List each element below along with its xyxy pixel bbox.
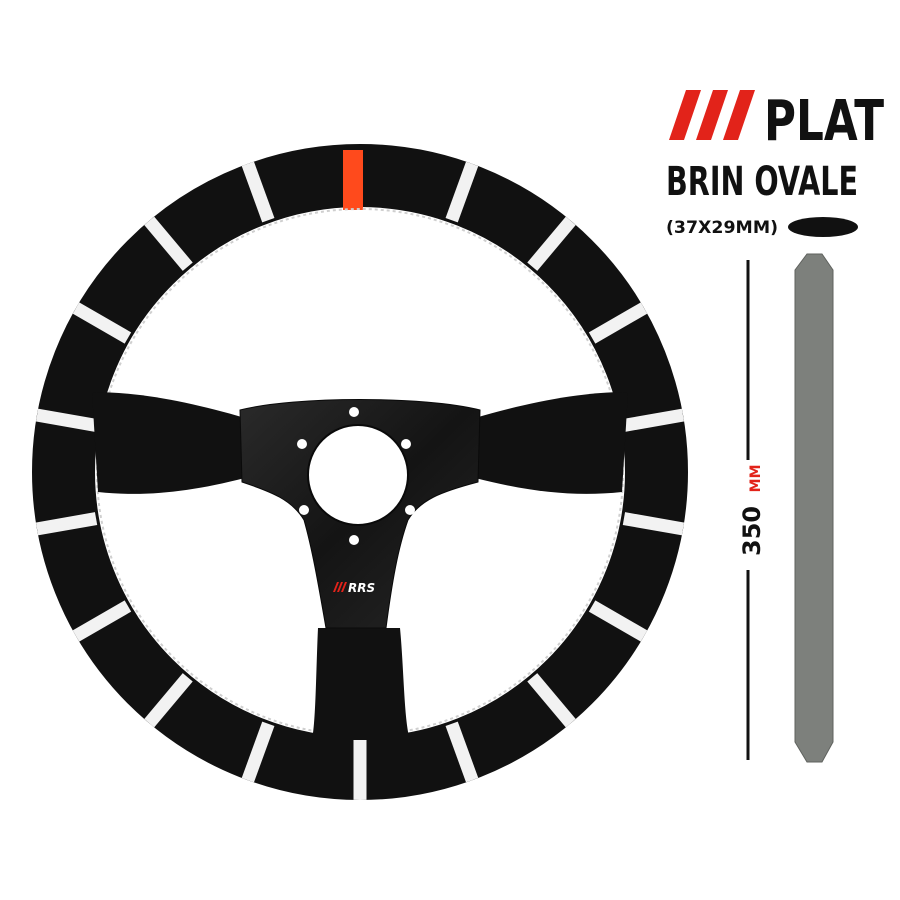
rim-marker xyxy=(445,157,480,223)
bolt-hole xyxy=(349,407,359,417)
header: PLAT BRIN OVALE (37X29MM) xyxy=(666,89,884,238)
bolt-hole xyxy=(401,439,411,449)
left-spoke-grip xyxy=(92,392,245,494)
rim-marker xyxy=(31,512,98,537)
rrs-logo: RRS xyxy=(333,581,375,595)
rim-marker xyxy=(141,213,193,271)
bolt-hole xyxy=(349,535,359,545)
label-backdrop xyxy=(733,460,763,570)
rim-marker xyxy=(141,673,193,731)
grip-dimensions: (37X29MM) xyxy=(666,218,778,238)
rim-marker xyxy=(240,157,275,223)
rim-marker xyxy=(527,673,579,731)
diameter-value: 350 xyxy=(738,506,766,556)
oval-profile-icon xyxy=(788,217,858,237)
rim-marker xyxy=(527,213,579,271)
diameter-unit: MM xyxy=(748,464,764,492)
right-spoke-grip xyxy=(475,392,628,494)
rim-marker xyxy=(240,721,275,787)
rim-marker xyxy=(622,407,689,432)
bolt-hole xyxy=(299,505,309,515)
rim-marker xyxy=(588,300,651,344)
rim-markers xyxy=(31,157,689,804)
rim-marker xyxy=(69,300,132,344)
product-subtitle: BRIN OVALE xyxy=(666,159,858,205)
rim-marker xyxy=(31,407,98,432)
brand-slashes xyxy=(669,90,755,140)
logo-text: RRS xyxy=(348,581,375,595)
bolt-hole xyxy=(405,505,415,515)
steering-wheel: RRS xyxy=(31,144,689,804)
bottom-spoke-grip xyxy=(312,628,410,740)
grip-profile-bar xyxy=(794,253,834,763)
top-center-stripe xyxy=(343,150,363,210)
rim-marker xyxy=(588,600,651,644)
rim-marker xyxy=(445,721,480,787)
rim-marker xyxy=(69,600,132,644)
hub-center-hole xyxy=(307,424,409,526)
bolt-holes xyxy=(297,407,415,545)
product-title: PLAT xyxy=(764,89,884,154)
diameter-measurement: 350 MM xyxy=(733,260,766,760)
bolt-hole xyxy=(297,439,307,449)
diameter-label: 350 MM xyxy=(738,464,766,556)
rim-marker xyxy=(622,512,689,537)
